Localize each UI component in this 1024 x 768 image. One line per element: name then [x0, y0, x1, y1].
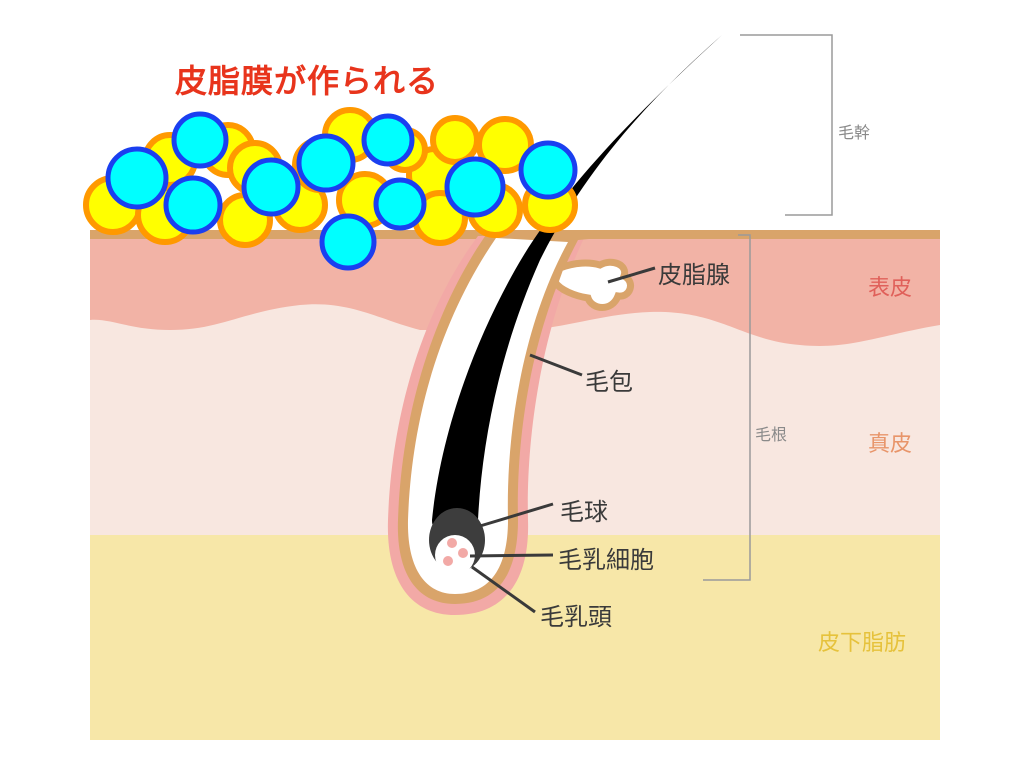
- leader-lines: [469, 266, 656, 614]
- label-epidermis: 表皮: [868, 276, 913, 301]
- papilla-cell: [443, 556, 453, 566]
- label-sebaceous-gland: 皮脂腺: [658, 261, 730, 289]
- label-subcutaneous-fat: 皮下脂肪: [818, 631, 907, 656]
- hair-shaft-bracket: [740, 34, 833, 216]
- label-hair-root: 毛根: [755, 425, 788, 444]
- hair-root-bracket: [703, 234, 751, 581]
- hair-shaft: [432, 35, 722, 540]
- label-dermis: 真皮: [868, 432, 913, 457]
- label-dermal-papilla-cells: 毛乳細胞: [558, 546, 654, 574]
- sebum-particles-cyan: [105, 111, 578, 271]
- label-hair-bulb: 毛球: [560, 498, 608, 526]
- sebaceous-gland: [551, 258, 634, 311]
- label-dermal-papilla: 毛乳頭: [540, 603, 612, 631]
- diagram-title: 皮脂膜が作られる: [175, 62, 440, 100]
- label-hair-follicle: 毛包: [585, 368, 633, 396]
- label-hair-shaft: 毛幹: [838, 123, 871, 142]
- papilla-cell: [447, 538, 457, 548]
- papilla-cell: [458, 548, 468, 558]
